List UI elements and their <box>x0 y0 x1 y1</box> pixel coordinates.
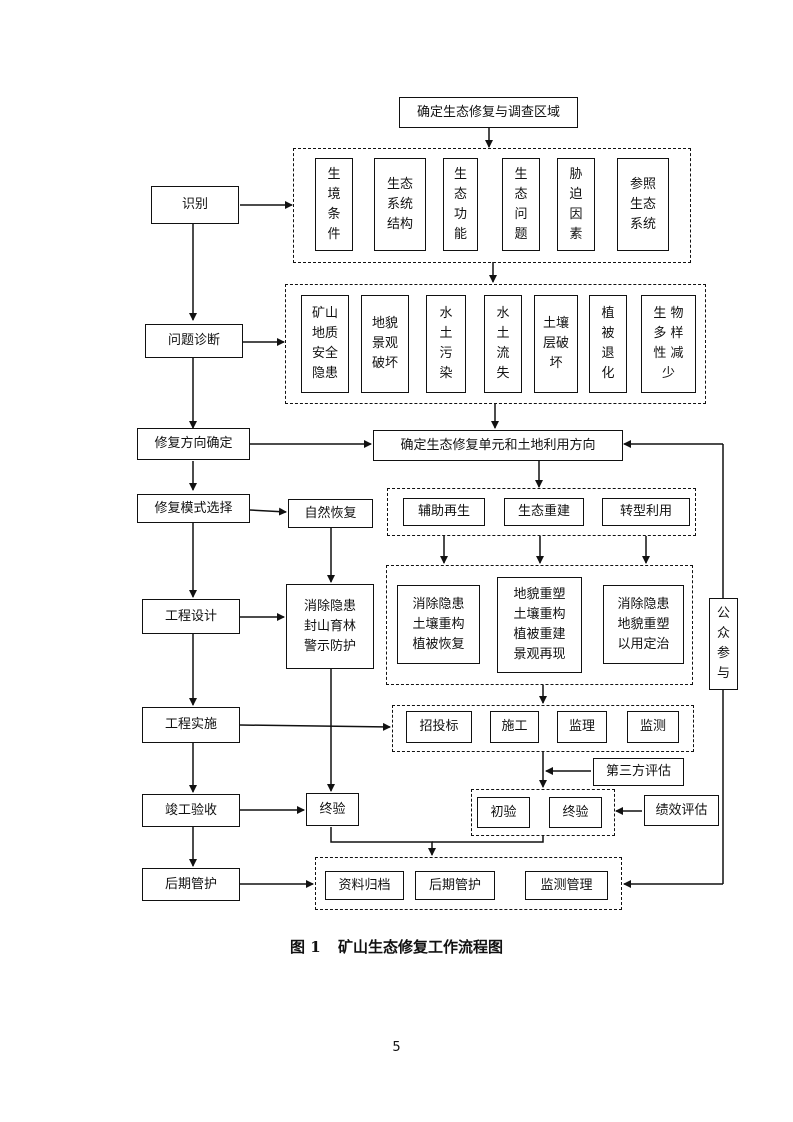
problem-item: 生 物 多 样 性 减 少 <box>641 295 696 393</box>
implementation-item: 施工 <box>490 711 539 743</box>
figure-title: 矿山生态修复工作流程图 <box>337 938 503 956</box>
post-item: 资料归档 <box>325 871 404 900</box>
natural-recovery-box: 自然恢复 <box>288 499 373 528</box>
stage-post-management: 后期管护 <box>142 868 240 901</box>
performance-assessment-box: 绩效评估 <box>644 795 719 826</box>
post-management-group <box>315 857 622 910</box>
public-participation-box: 公 众 参 与 <box>709 598 738 690</box>
problem-item: 植 被 退 化 <box>589 295 627 393</box>
final-acceptance-box: 终验 <box>549 797 602 828</box>
post-item: 后期管护 <box>415 871 495 900</box>
identify-group <box>293 148 691 263</box>
repair-unit-box: 确定生态修复单元和土地利用方向 <box>373 430 623 461</box>
stage-engineering-implementation: 工程实施 <box>142 707 240 743</box>
mode-transformation-use: 转型利用 <box>602 498 690 526</box>
identify-item: 生 态 问 题 <box>502 158 540 251</box>
stage-direction: 修复方向确定 <box>137 428 250 460</box>
problem-item: 矿山 地质 安全 隐患 <box>301 295 349 393</box>
stage-identify: 识别 <box>151 186 239 224</box>
initial-acceptance-box: 初验 <box>477 797 530 828</box>
identify-item: 生 境 条 件 <box>315 158 353 251</box>
implementation-group <box>392 705 694 752</box>
stage-engineering-design: 工程设计 <box>142 599 240 634</box>
measure-box: 地貌重塑 土壤重构 植被重建 景观再现 <box>497 577 582 673</box>
problem-group <box>285 284 706 404</box>
page-number: 5 <box>392 1040 401 1055</box>
figure-caption: 图 1 矿山生态修复工作流程图 <box>0 936 793 957</box>
mode-group <box>387 488 696 536</box>
implementation-item: 监理 <box>557 711 607 743</box>
problem-item: 水 土 流 失 <box>484 295 522 393</box>
figure-label: 图 1 <box>290 938 321 956</box>
measure-box: 消除隐患 土壤重构 植被恢复 <box>397 585 480 664</box>
problem-item: 地貌 景观 破坏 <box>361 295 409 393</box>
measure-box: 消除隐患 地貌重塑 以用定治 <box>603 585 684 664</box>
acceptance-group <box>471 789 615 836</box>
survey-area-box: 确定生态修复与调查区域 <box>399 97 578 128</box>
stage-mode-selection: 修复模式选择 <box>137 494 250 523</box>
identify-item: 生态 系统 结构 <box>374 158 426 251</box>
problem-item: 水 土 污 染 <box>426 295 466 393</box>
mode-ecological-reconstruction: 生态重建 <box>504 498 584 526</box>
stage-completion-acceptance: 竣工验收 <box>142 794 240 827</box>
identify-item: 生 态 功 能 <box>443 158 478 251</box>
natural-final-acceptance-box: 终验 <box>306 793 359 826</box>
mode-assisted-regeneration: 辅助再生 <box>403 498 485 526</box>
third-party-assessment-box: 第三方评估 <box>593 758 684 786</box>
identify-item: 参照 生态 系统 <box>617 158 669 251</box>
implementation-item: 招投标 <box>406 711 472 743</box>
measures-group <box>386 565 693 685</box>
post-item: 监测管理 <box>525 871 608 900</box>
identify-item: 胁 迫 因 素 <box>557 158 595 251</box>
stage-problem-diagnosis: 问题诊断 <box>145 324 243 358</box>
implementation-item: 监测 <box>627 711 679 743</box>
problem-item: 土壤 层破 坏 <box>534 295 578 393</box>
natural-measures-box: 消除隐患 封山育林 警示防护 <box>286 584 374 669</box>
